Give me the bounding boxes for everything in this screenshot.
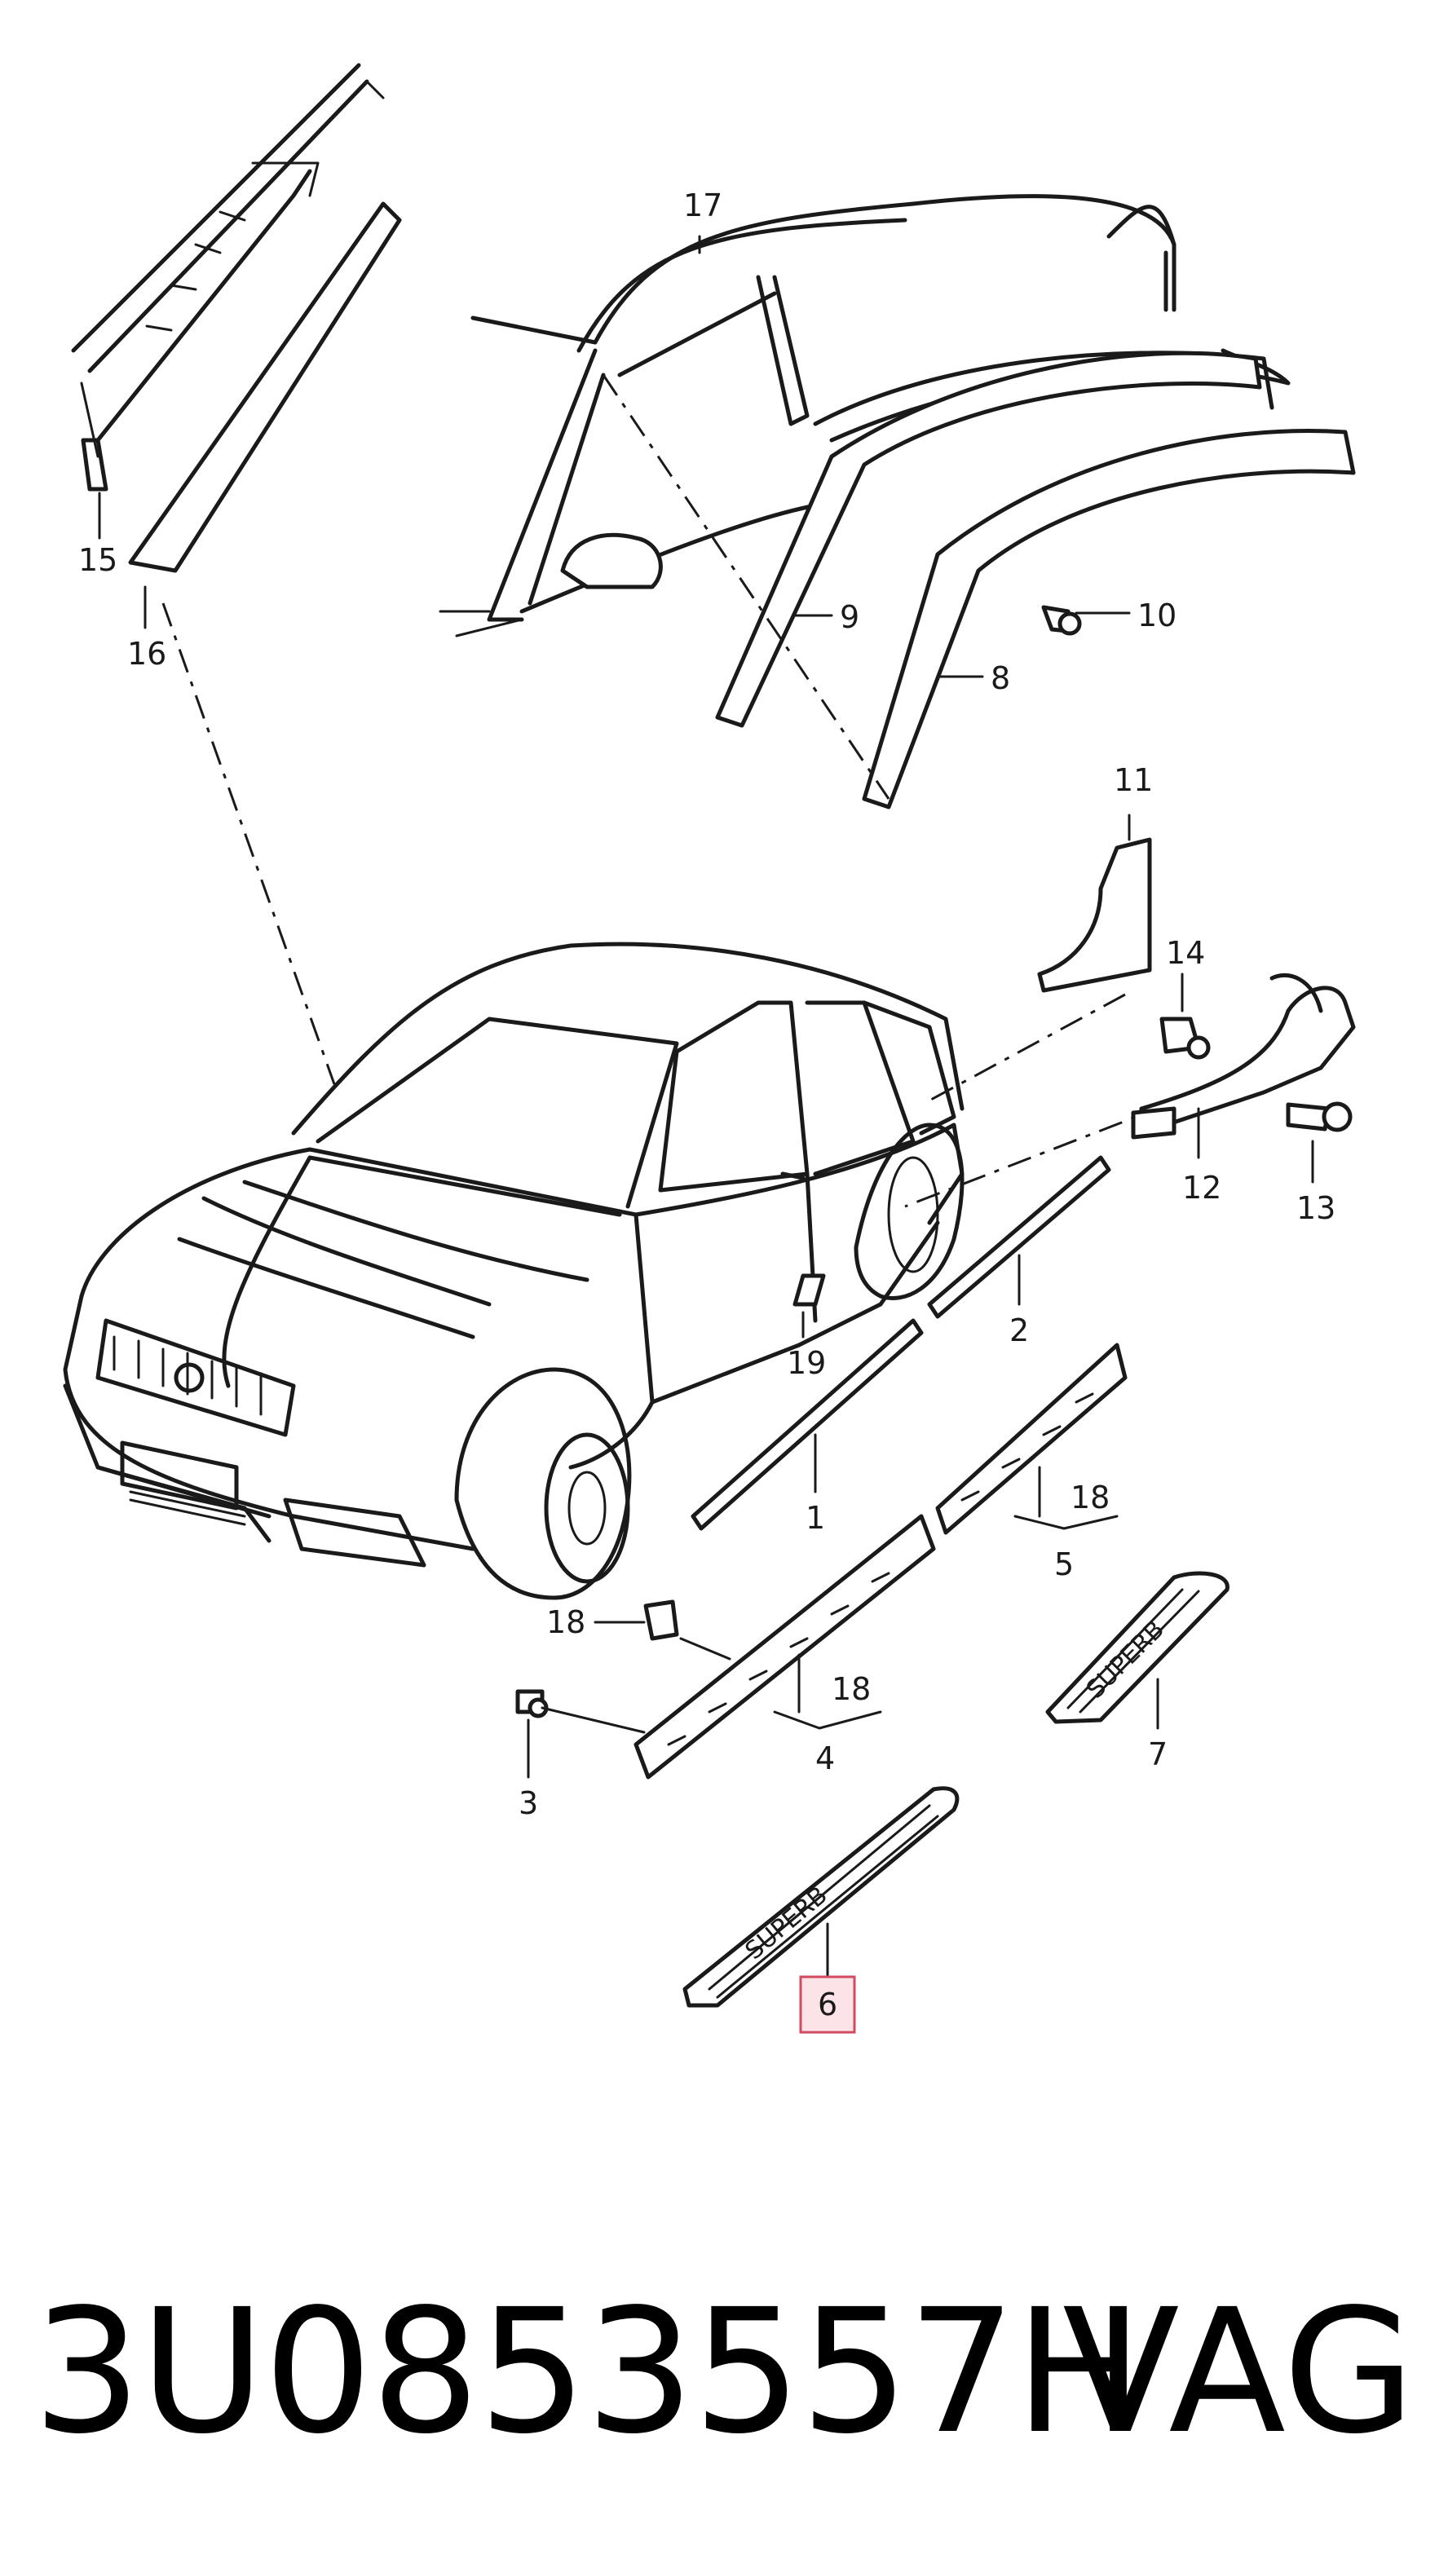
nut-part-3 <box>515 1689 549 1718</box>
parts-diagram: SUPERB SUPERB 17 15 16 9 10 8 <box>63 63 1356 2034</box>
callout-2: 2 <box>1009 1312 1029 1348</box>
callout-12: 12 <box>1182 1170 1221 1206</box>
callout-11: 11 <box>1114 762 1153 798</box>
a-pillar-trim-group <box>71 63 402 573</box>
brand-name: VAG <box>1062 2272 1415 2472</box>
callout-numbers: 17 15 16 9 10 8 11 14 12 13 2 19 1 18 5 … <box>78 187 1335 2034</box>
clip-part-18 <box>643 1599 679 1641</box>
callout-13: 13 <box>1296 1190 1335 1226</box>
sill-plate-part-7: SUPERB <box>1045 1571 1229 1724</box>
callout-1: 1 <box>806 1500 825 1536</box>
highlight-box <box>799 1975 856 2034</box>
callout-19: 19 <box>787 1345 826 1381</box>
callout-17: 17 <box>683 187 722 223</box>
sill-trim-5 <box>935 1343 1128 1535</box>
callout-10: 10 <box>1137 598 1176 633</box>
sill-plate-part-6: SUPERB <box>682 1786 960 2008</box>
callout-8: 8 <box>991 660 1010 696</box>
callout-14: 14 <box>1166 935 1205 971</box>
callout-7: 7 <box>1148 1736 1168 1772</box>
callout-9: 9 <box>840 599 859 635</box>
callout-16: 16 <box>127 636 166 672</box>
part-number: 3U0853557H <box>33 2272 1143 2472</box>
car-body <box>63 942 965 1600</box>
callout-18-lower: 18 <box>832 1671 871 1707</box>
roof-window-frame-group <box>439 194 1356 809</box>
callout-6: 6 <box>818 1987 837 2022</box>
sill-end-piece-12 <box>1131 973 1356 1140</box>
callout-18-clip: 18 <box>546 1604 585 1640</box>
callout-3: 3 <box>519 1785 538 1821</box>
callout-6-highlight[interactable]: 6 <box>799 1975 856 2034</box>
callout-5: 5 <box>1054 1546 1074 1582</box>
callout-leaders <box>98 235 1314 1978</box>
rivet-part-10 <box>1041 605 1082 636</box>
sill-trim-4 <box>634 1514 936 1780</box>
callout-4: 4 <box>815 1740 835 1776</box>
wheel-arch-trim-11 <box>1037 837 1152 993</box>
callout-15: 15 <box>78 542 117 578</box>
door-molding-1 <box>691 1318 924 1531</box>
door-molding-2 <box>927 1155 1111 1319</box>
clip-part-14 <box>1159 1017 1211 1060</box>
screw-part-13 <box>1286 1101 1353 1132</box>
callout-18-upper: 18 <box>1071 1480 1110 1515</box>
